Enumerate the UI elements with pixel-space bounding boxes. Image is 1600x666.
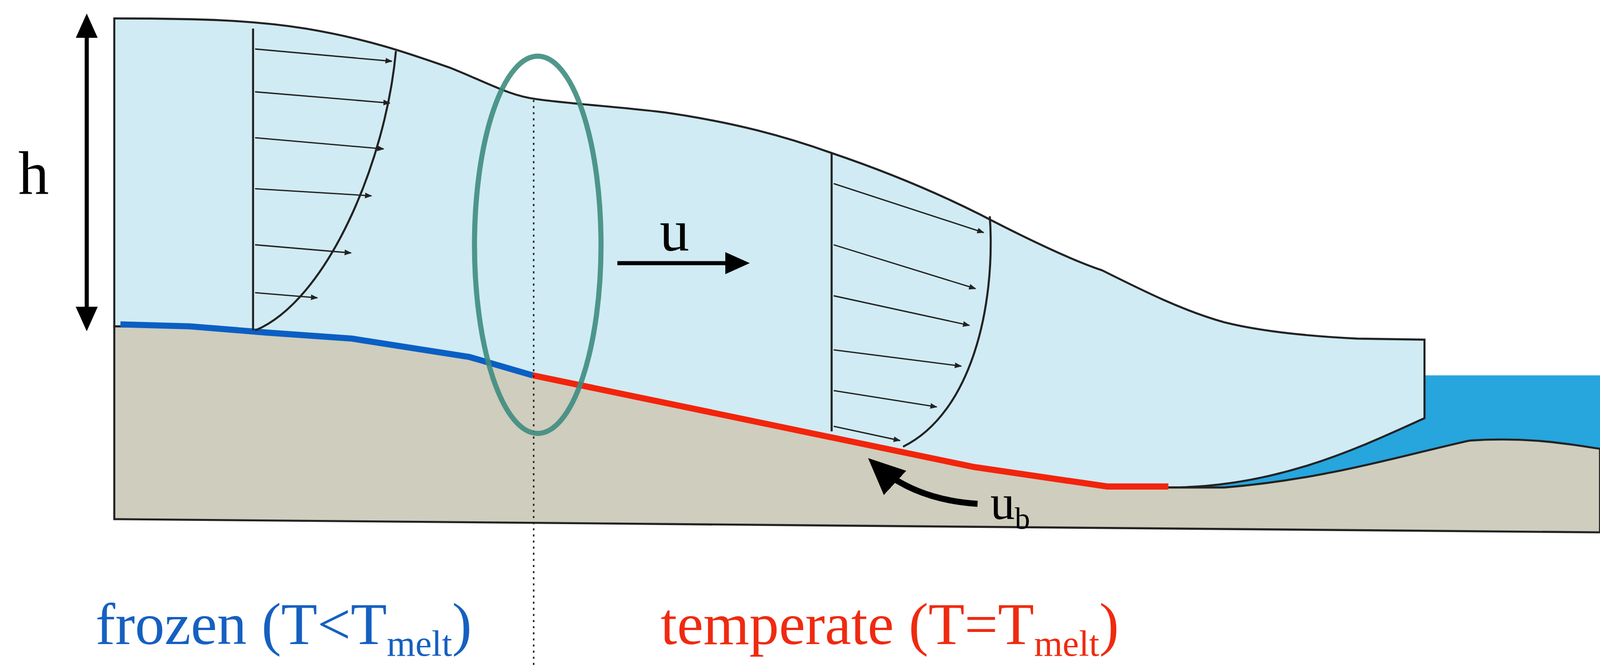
basal-velocity-label: ub (990, 478, 1031, 528)
temperate-bed-line (532, 375, 1169, 487)
basal-velocity-arrow (873, 463, 978, 504)
text-part: ) (1099, 591, 1119, 658)
text-part: u (990, 475, 1015, 531)
subscript: b (1014, 502, 1031, 536)
thickness-arrow (84, 18, 89, 327)
frozen-zone-label: frozen (T<Tmelt) (95, 594, 473, 655)
transition-dotted-line (532, 99, 535, 666)
subscript: melt (386, 623, 453, 665)
subscript: melt (1033, 623, 1100, 665)
text-part: ) (452, 591, 472, 658)
temperate-zone-label: temperate (T=Tmelt) (660, 594, 1120, 655)
bedrock-ground (114, 326, 1600, 533)
thickness-label: h (18, 142, 50, 205)
flow-arrow (617, 261, 745, 266)
text-part: frozen (T<T (95, 591, 388, 658)
text-part: temperate (T=T (660, 591, 1035, 658)
frozen-bed-line (120, 324, 533, 376)
velocity-label: u (659, 200, 690, 261)
velocity-profile (831, 153, 992, 447)
velocity-profile (253, 28, 397, 331)
transition-ellipse (474, 56, 602, 434)
